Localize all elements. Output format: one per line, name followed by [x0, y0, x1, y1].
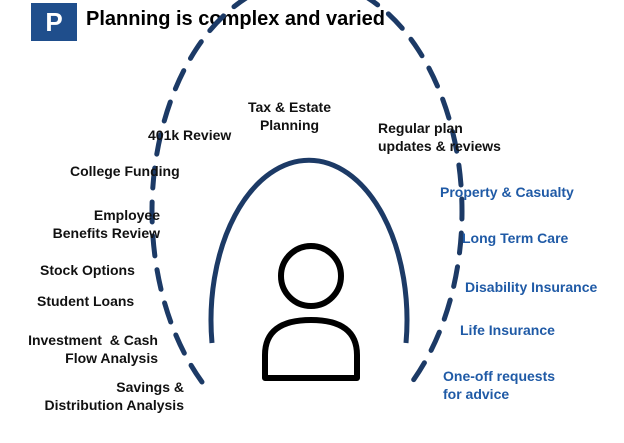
- label-401k-review: 401k Review: [148, 127, 232, 143]
- label-stock-options: Stock Options: [40, 262, 135, 278]
- label-college-funding: College Funding: [70, 163, 180, 179]
- label-savings-distribution: Savings & Distribution Analysis: [22, 378, 184, 414]
- label-property-casualty: Property & Casualty: [440, 184, 574, 200]
- outer-dashed-arc: [149, 0, 465, 385]
- label-text: Investment & Cash Flow Analysis: [28, 332, 158, 366]
- label-text: Employee Benefits Review: [52, 207, 160, 241]
- person-icon: [262, 243, 360, 381]
- label-long-term-care: Long Term Care: [462, 230, 569, 246]
- label-life-insurance: Life Insurance: [460, 322, 555, 338]
- inner-solid-arc: [208, 157, 410, 344]
- label-tax-estate-planning: Tax & Estate Planning: [248, 98, 331, 134]
- label-text: Tax & Estate Planning: [248, 99, 331, 133]
- badge-letter: P: [45, 6, 63, 37]
- page-title: Planning is complex and varied: [86, 8, 385, 30]
- label-text: One-off requests for advice: [443, 368, 556, 402]
- section-badge: P: [31, 3, 77, 41]
- label-text: Regular plan updates & reviews: [378, 120, 501, 154]
- label-regular-plan-updates: Regular plan updates & reviews: [378, 119, 501, 155]
- label-disability-insurance: Disability Insurance: [465, 279, 598, 295]
- label-investment-cash-flow: Investment & Cash Flow Analysis: [8, 331, 158, 367]
- label-student-loans: Student Loans: [37, 293, 135, 309]
- label-text: Savings & Distribution Analysis: [44, 379, 184, 413]
- label-employee-benefits-review: Employee Benefits Review: [36, 206, 160, 242]
- label-one-off-requests: One-off requests for advice: [443, 367, 555, 403]
